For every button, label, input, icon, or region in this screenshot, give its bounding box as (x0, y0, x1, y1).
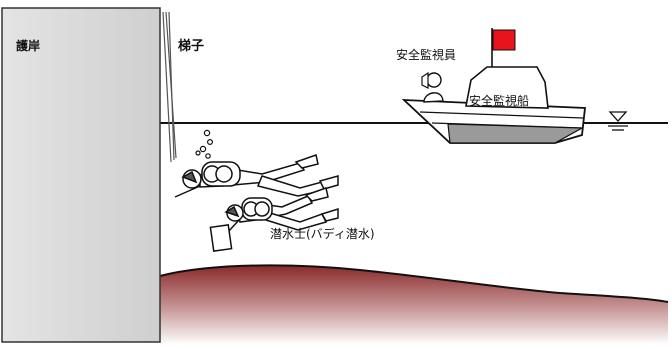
diver-2 (209, 187, 339, 252)
seabed-outline (159, 264, 669, 303)
seawall-label: 護岸 (16, 38, 40, 53)
seawall (1, 7, 161, 343)
safety-boat-label: 安全監視船 (469, 93, 529, 108)
safety-boat (401, 28, 587, 144)
diver-tool (209, 224, 233, 252)
diver-1 (174, 154, 339, 198)
ladder (162, 11, 177, 163)
red-flag-icon (492, 29, 516, 51)
ladder-label: 梯子 (178, 38, 204, 54)
water-level-triangle-icon (608, 111, 628, 131)
seabed (160, 265, 668, 345)
safety-observer (421, 71, 444, 103)
safety-observer-label: 安全監視員 (396, 47, 456, 62)
diver-label: 潜水士(バディ潜水) (270, 226, 375, 241)
bubbles (195, 129, 214, 159)
